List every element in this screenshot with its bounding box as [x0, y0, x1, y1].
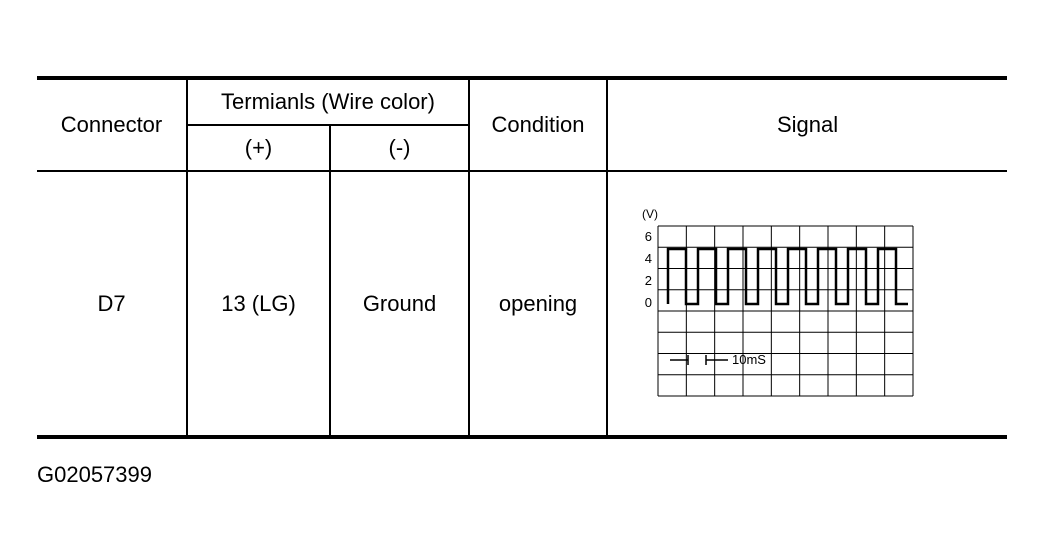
document-code: G02057399: [37, 462, 152, 487]
cell-condition: opening: [469, 170, 609, 439]
scope-grid: [657, 225, 914, 396]
header-signal: Signal: [607, 76, 1008, 171]
header-connector: Connector: [37, 76, 188, 171]
header-minus: (-): [330, 124, 471, 171]
scope-y-tick: 2: [645, 273, 652, 288]
scope-y-tick: 6: [645, 229, 652, 244]
header-terminals: Termianls (Wire color): [187, 76, 471, 125]
signal-spec-table: Connector Termianls (Wire color) Conditi…: [37, 76, 1008, 439]
scope-unit-label: (V): [642, 207, 658, 221]
scope-time-label: 10mS: [732, 352, 766, 367]
scope-time-marker: [670, 354, 729, 365]
header-plus: (+): [187, 124, 331, 171]
oscilloscope-waveform: (V) 6 4 2 0 10mS: [642, 207, 914, 396]
scope-pulse-path: [666, 247, 909, 305]
cell-connector: D7: [37, 170, 188, 439]
cell-minus: Ground: [330, 170, 471, 439]
scope-y-tick: 4: [645, 251, 652, 266]
scope-y-tick: 0: [645, 295, 652, 310]
cell-plus: 13 (LG): [187, 170, 331, 439]
table-row: D7 13 (LG) Ground opening (V) 6 4 2 0 10…: [37, 170, 1008, 439]
scope-waveform-trace: [666, 247, 909, 305]
header-condition: Condition: [469, 76, 609, 171]
cell-signal: (V) 6 4 2 0 10mS: [607, 170, 1008, 439]
